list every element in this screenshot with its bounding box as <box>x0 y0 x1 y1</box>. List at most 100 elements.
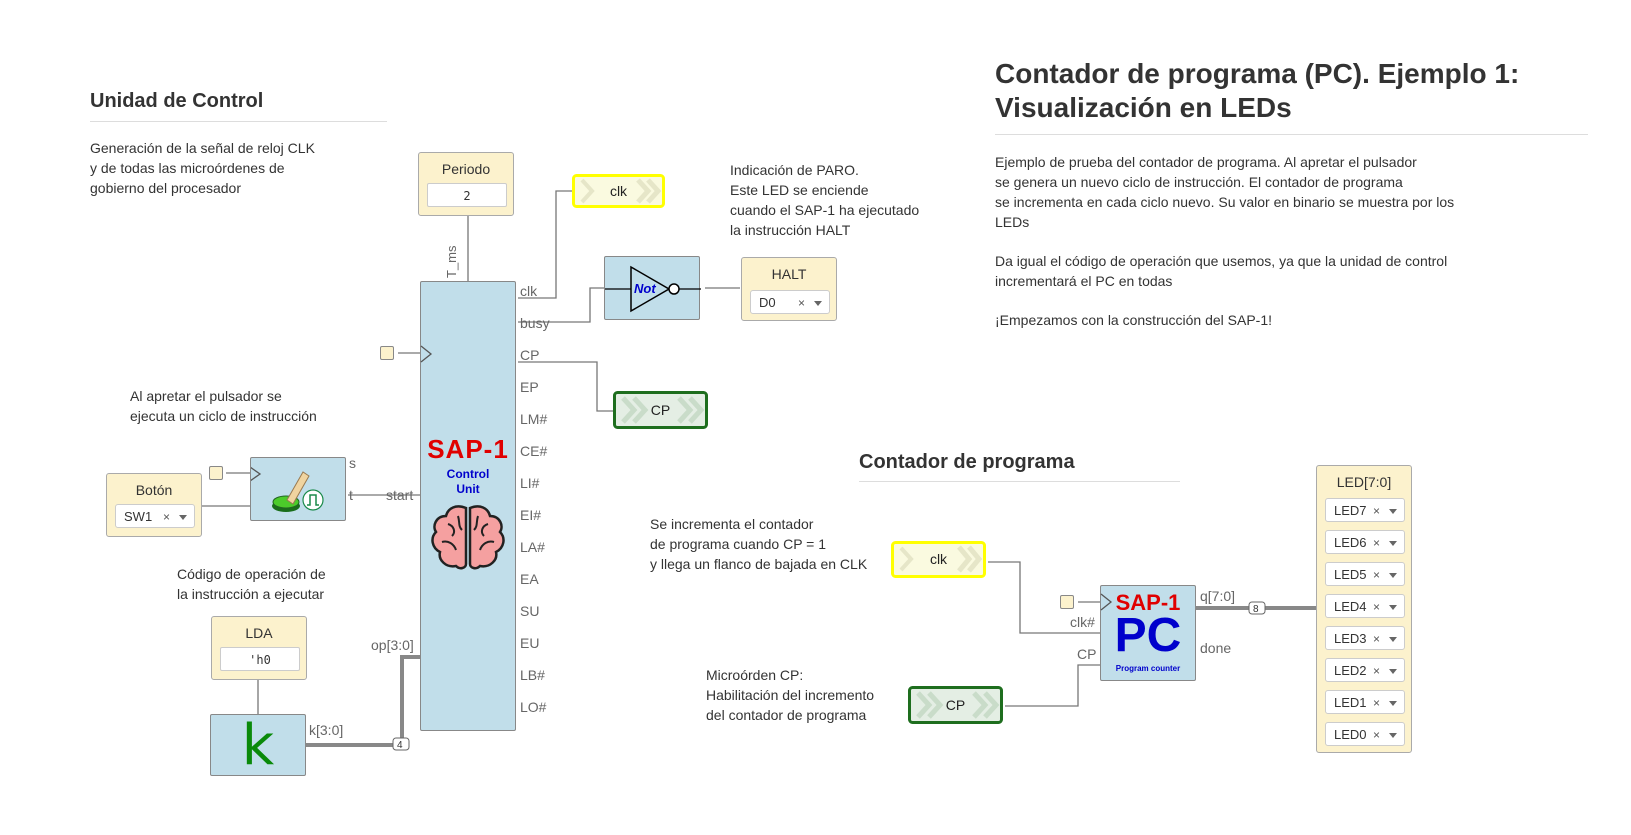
cu-pin-busy: busy <box>520 315 550 331</box>
led-select-value: LED2 <box>1334 663 1367 678</box>
cu-subtitle-line: Control <box>446 467 490 481</box>
clock-input-square[interactable] <box>380 346 394 360</box>
k-pin-label: k[3:0] <box>309 722 344 738</box>
cu-pin-ep: EP <box>520 379 539 395</box>
opcode-note-line: la instrucción a ejecutar <box>177 586 325 602</box>
opcode-note-line: Código de operación de <box>177 566 326 582</box>
boton-note: Al apretar el pulsador se ejecuta un cic… <box>130 386 317 426</box>
not-gate-icon <box>605 265 701 313</box>
boton-select-value: SW1 <box>124 509 153 524</box>
lda-value-input[interactable]: 'h0 <box>220 647 300 671</box>
halt-select-value: D0 <box>759 295 776 310</box>
cp-note-line: del contador de programa <box>706 707 867 723</box>
cu-pin-la: LA# <box>520 539 545 555</box>
periodo-label: Periodo <box>441 161 491 177</box>
led-select-2[interactable]: LED2 × <box>1325 658 1405 682</box>
heading-rule <box>90 121 387 122</box>
brain-icon <box>431 505 505 570</box>
cu-subtitle: Control Unit <box>421 467 515 497</box>
not-gate[interactable]: Not <box>604 256 701 320</box>
led-select-7[interactable]: LED7 × <box>1325 498 1405 522</box>
intro-line: LEDs <box>995 214 1030 230</box>
cp-tag-label: CP <box>650 402 671 418</box>
chevron-down-icon[interactable] <box>1389 509 1397 514</box>
start-paragraph: ¡Empezamos con la construcción del SAP-1… <box>995 312 1273 328</box>
clear-icon[interactable]: × <box>1372 504 1380 518</box>
sap1-control-unit[interactable]: SAP-1 Control Unit <box>420 281 516 731</box>
led-select-3[interactable]: LED3 × <box>1325 626 1405 650</box>
constant-k-block[interactable]: k <box>210 714 306 776</box>
chevron-down-icon[interactable] <box>1389 701 1397 706</box>
pc-clk-tag-shape <box>891 541 986 578</box>
chevron-down-icon[interactable] <box>1389 605 1397 610</box>
section-heading-control-unit: Unidad de Control <box>90 90 264 112</box>
chevron-down-icon[interactable] <box>1389 637 1397 642</box>
cu-pin-su: SU <box>520 603 540 619</box>
periodo-input-card: Periodo 2 <box>418 152 514 216</box>
pc-subtitle: Program counter <box>1115 664 1181 673</box>
pc-cp-tag-label: CP <box>945 697 966 713</box>
pc-note-line: y llega un flanco de bajada en CLK <box>650 556 868 572</box>
control-unit-description: Generación de la señal de reloj CLK y de… <box>90 138 315 198</box>
clear-icon[interactable]: × <box>1372 664 1380 678</box>
periodo-value-input[interactable]: 2 <box>427 183 507 207</box>
boton-note-line: ejecuta un ciclo de instrucción <box>130 408 317 424</box>
not-gate-label: Not <box>634 281 656 296</box>
led-select-5[interactable]: LED5 × <box>1325 562 1405 586</box>
intro-line: se genera un nuevo ciclo de instrucción.… <box>995 174 1403 190</box>
chevron-down-icon[interactable] <box>1389 541 1397 546</box>
leds-label: LED[7:0] <box>1336 474 1392 490</box>
pulsador-block[interactable] <box>250 457 346 521</box>
bus-width-8: 8 <box>1253 604 1259 615</box>
chevron-down-icon[interactable] <box>1389 669 1397 674</box>
halt-note-line: Este LED se enciende <box>730 182 869 198</box>
cp-tag[interactable]: CP <box>613 391 708 429</box>
clear-icon[interactable]: × <box>1372 536 1380 550</box>
led-select-4[interactable]: LED4 × <box>1325 594 1405 618</box>
pc-cp-tag-shape <box>908 686 1003 724</box>
bus-width-4: 4 <box>397 740 403 751</box>
desc-line: gobierno del procesador <box>90 180 241 196</box>
pulsador-pin-s: s <box>349 455 356 471</box>
boton-select[interactable]: SW1 × <box>115 504 195 528</box>
cu-pin-cp: CP <box>520 347 540 363</box>
leds-card: LED[7:0] LED7 × LED6 × LED5 × LED4 × LED… <box>1316 465 1412 753</box>
opcode-line: incrementará el PC en todas <box>995 273 1173 289</box>
chevron-down-icon[interactable] <box>179 515 187 520</box>
clk-tag-label: clk <box>609 183 628 199</box>
clear-icon[interactable]: × <box>1372 728 1380 742</box>
cp-tag-shape <box>613 391 708 429</box>
pc-clock-square[interactable] <box>1060 595 1074 609</box>
chevron-down-icon[interactable] <box>814 301 822 306</box>
cu-pin-ei: EI# <box>520 507 542 523</box>
halt-note: Indicación de PARO. Este LED se enciende… <box>730 160 919 240</box>
clear-icon[interactable]: × <box>1372 632 1380 646</box>
chevron-down-icon[interactable] <box>1389 733 1397 738</box>
led-select-value: LED1 <box>1334 695 1367 710</box>
cu-title: SAP-1 <box>427 434 509 464</box>
halt-led-select[interactable]: D0 × <box>750 290 830 314</box>
pc-note-line: Se incrementa el contador <box>650 516 814 532</box>
clear-icon[interactable]: × <box>1372 696 1380 710</box>
cu-pin-eu: EU <box>520 635 540 651</box>
push-button-icon <box>251 466 324 512</box>
pc-clk-tag[interactable]: clk <box>891 541 986 578</box>
led-select-6[interactable]: LED6 × <box>1325 530 1405 554</box>
clear-icon[interactable]: × <box>1372 568 1380 582</box>
desc-line: Generación de la señal de reloj CLK <box>90 140 315 156</box>
clock-edge-icon <box>1100 593 1113 611</box>
led-select-0[interactable]: LED0 × <box>1325 722 1405 746</box>
pc-pin-cp: CP <box>1077 646 1097 662</box>
pc-clk-tag-label: clk <box>929 551 948 567</box>
led-select-1[interactable]: LED1 × <box>1325 690 1405 714</box>
pc-cp-tag[interactable]: CP <box>908 686 1003 724</box>
cu-pin-lb: LB# <box>520 667 545 683</box>
clear-icon[interactable]: × <box>162 510 170 524</box>
program-counter-block[interactable]: SAP-1 PC Program counter <box>1100 585 1196 681</box>
clear-icon[interactable]: × <box>1372 600 1380 614</box>
clear-icon[interactable]: × <box>797 296 805 310</box>
title-rule <box>995 134 1588 135</box>
chevron-down-icon[interactable] <box>1389 573 1397 578</box>
clk-tag[interactable]: clk <box>572 174 665 208</box>
pulsador-clock-square[interactable] <box>209 466 223 480</box>
